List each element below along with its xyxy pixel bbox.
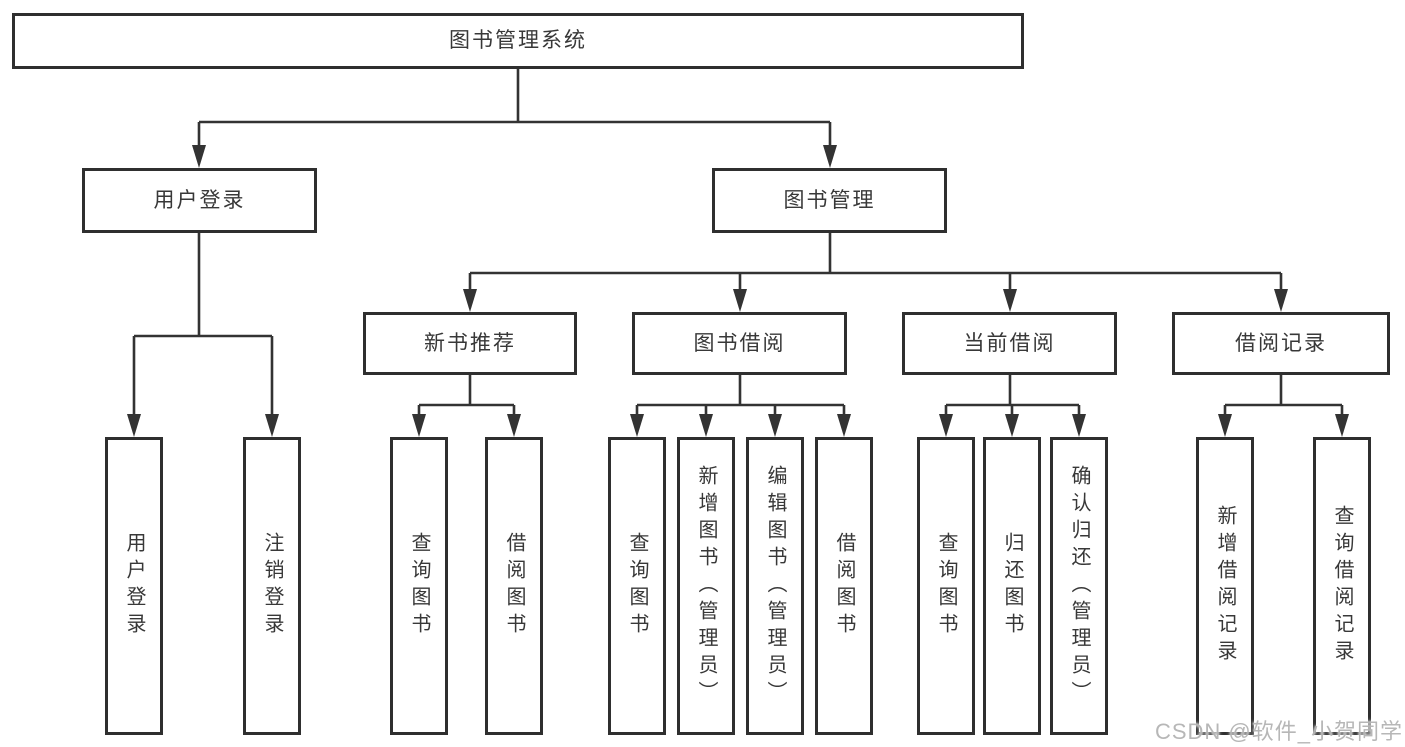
leaf-label: 查询借阅记录 — [1331, 505, 1353, 667]
connector-book-mgmt-to-level3 — [463, 233, 1288, 312]
node-label: 当前借阅 — [963, 331, 1056, 355]
connector-user-login-to-leaves — [127, 233, 279, 437]
node-book-borrowing: 图书借阅 — [632, 312, 847, 375]
leaf-label: 归还图书 — [1001, 532, 1023, 640]
node-book-management: 图书管理 — [712, 168, 947, 233]
connector-book-borrow-to-leaves — [630, 375, 851, 437]
leaf-add-borrow-record: 新增借阅记录 — [1196, 437, 1254, 735]
connector-root-to-level2 — [192, 69, 837, 168]
node-label: 借阅记录 — [1235, 331, 1327, 355]
leaf-label: 新增图书（管理员） — [695, 464, 717, 708]
leaf-label: 借阅图书 — [503, 532, 525, 640]
node-new-book-recommend: 新书推荐 — [363, 312, 577, 375]
leaf-return-book: 归还图书 — [983, 437, 1041, 735]
leaf-logout: 注销登录 — [243, 437, 301, 735]
leaf-label: 注销登录 — [261, 532, 283, 640]
leaf-edit-book-admin: 编辑图书（管理员） — [746, 437, 804, 735]
leaf-borrow-books-recommend: 借阅图书 — [485, 437, 543, 735]
leaf-query-books-borrowing: 查询图书 — [608, 437, 666, 735]
leaf-query-books-recommend: 查询图书 — [390, 437, 448, 735]
node-library-system-root: 图书管理系统 — [12, 13, 1024, 69]
connector-new-book-to-leaves — [412, 375, 521, 437]
leaf-label: 编辑图书（管理员） — [764, 464, 786, 708]
leaf-confirm-return-admin: 确认归还（管理员） — [1050, 437, 1108, 735]
leaf-add-book-admin: 新增图书（管理员） — [677, 437, 735, 735]
leaf-user-login: 用户登录 — [105, 437, 163, 735]
leaf-label: 查询图书 — [626, 532, 648, 640]
connector-current-borrow-to-leaves — [939, 375, 1086, 437]
node-borrow-records: 借阅记录 — [1172, 312, 1390, 375]
leaf-query-books-current: 查询图书 — [917, 437, 975, 735]
node-label: 用户登录 — [153, 188, 246, 212]
leaf-query-borrow-record: 查询借阅记录 — [1313, 437, 1371, 735]
node-user-login: 用户登录 — [82, 168, 317, 233]
leaf-label: 借阅图书 — [833, 532, 855, 640]
leaf-label: 新增借阅记录 — [1214, 505, 1236, 667]
connector-borrow-records-to-leaves — [1218, 375, 1349, 437]
node-label: 图书借阅 — [693, 331, 786, 355]
node-label: 图书管理 — [783, 188, 876, 212]
leaf-label: 查询图书 — [935, 532, 957, 640]
leaf-label: 用户登录 — [123, 532, 145, 640]
csdn-watermark: CSDN @软件_小贺同学 — [1154, 719, 1403, 744]
node-current-borrowing: 当前借阅 — [902, 312, 1117, 375]
leaf-label: 查询图书 — [408, 532, 430, 640]
leaf-borrow-books: 借阅图书 — [815, 437, 873, 735]
node-label: 图书管理系统 — [449, 29, 587, 53]
leaf-label: 确认归还（管理员） — [1068, 464, 1090, 708]
node-label: 新书推荐 — [424, 331, 516, 355]
